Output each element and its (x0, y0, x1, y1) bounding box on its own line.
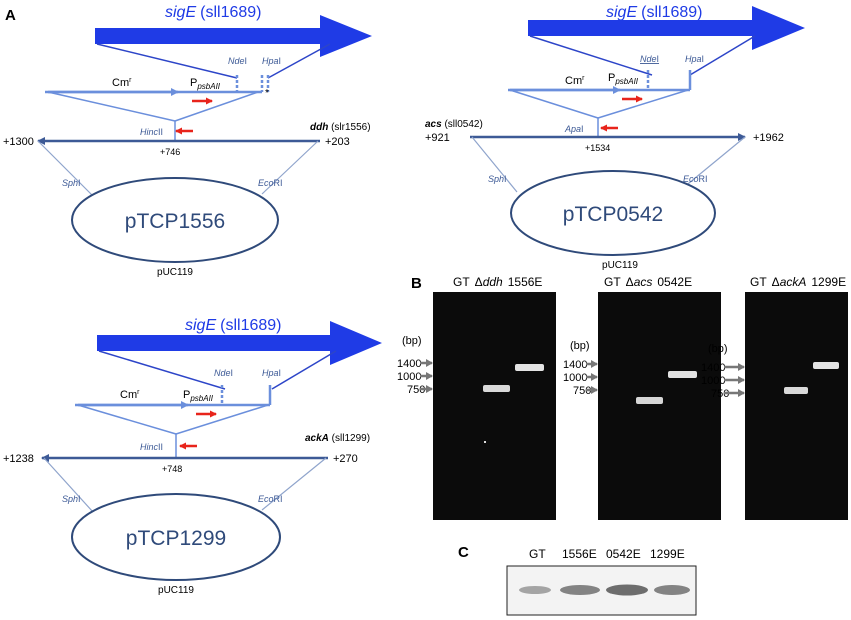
western-lane-label: 1556E (562, 547, 597, 561)
genomic-mid-label: +746 (160, 147, 180, 157)
genomic-mid-label: +748 (162, 464, 182, 474)
plasmid-ellipse (71, 493, 281, 581)
cm-label: Cmr (565, 75, 585, 87)
panel-label-c: C (458, 544, 469, 561)
site-eco: EcoRI (683, 174, 708, 184)
site-nde: NdeI (214, 368, 233, 378)
genomic-left-label: +1300 (3, 136, 34, 148)
promoter-label: PpsbAII (608, 72, 639, 86)
gel-band (784, 387, 808, 394)
gel-image (745, 292, 848, 520)
ladder-unit: (bp) (402, 335, 422, 347)
sige-gene-arrow (97, 321, 382, 365)
site-sph: SphI (62, 494, 81, 504)
sige-gene-arrow (95, 15, 372, 57)
gel-band (484, 441, 486, 443)
gel-image (433, 292, 556, 520)
gene-name-label: acs (sll0542) (425, 119, 483, 130)
ladder-unit: (bp) (708, 343, 728, 355)
sige-label: sigE(sll1689) (165, 4, 261, 21)
ladder-mark: 1000 (701, 375, 725, 387)
western-blot: GT 1556E 0542E 1299E (506, 547, 697, 616)
site-hpa: HpaI (262, 56, 281, 66)
sige-gene-arrow (528, 6, 805, 50)
ladder-mark: 1000 (563, 372, 587, 384)
ladder-mark: 750 (711, 388, 729, 400)
western-band (606, 584, 648, 596)
gel-band (636, 397, 663, 404)
vector-label: pUC119 (602, 260, 638, 271)
ladder-mark: 750 (573, 385, 591, 397)
site-hinc: HincII (140, 127, 163, 137)
genomic-right-label: +203 (325, 136, 350, 148)
vector-label: pUC119 (158, 585, 194, 596)
panel-label-b: B (411, 275, 422, 292)
plasmid-name: pTCP1299 (126, 527, 226, 550)
western-lane-label: 0542E (606, 547, 641, 561)
plasmid-name: pTCP1556 (125, 210, 225, 233)
ladder-mark: 1400 (397, 358, 421, 370)
site-hinc: HincII (140, 442, 163, 452)
ladder-mark: 750 (407, 384, 425, 396)
ladder-unit: (bp) (570, 340, 590, 352)
gel-band (483, 385, 510, 392)
cm-label: Cmr (120, 389, 140, 401)
western-lane-label: GT (529, 547, 546, 561)
ladder-mark: 1000 (397, 371, 421, 383)
promoter-label: PpsbAII (183, 389, 214, 403)
sige-label: sigE(sll1689) (185, 317, 281, 334)
site-sph: SphI (62, 178, 81, 188)
genomic-left-label: +921 (425, 132, 450, 144)
genomic-left-label: +1238 (3, 453, 34, 465)
gel-image (598, 292, 721, 520)
site-nde: NdeI (228, 56, 247, 66)
western-lane-label: 1299E (650, 547, 685, 561)
promoter-label: PpsbAII (190, 77, 221, 91)
construct-ddh: sigE(sll1689) NdeI HpaI Cmr PpsbAII * Hi… (3, 4, 372, 278)
construct-acka: sigE(sll1689) NdeI HpaI Cmr PpsbAII Hinc… (3, 317, 382, 596)
gel-band (515, 364, 544, 371)
gene-name-label: ackA (sll1299) (305, 433, 370, 444)
site-hpa: HpaI (262, 368, 281, 378)
plasmid-name: pTCP0542 (563, 203, 663, 226)
ladder-mark: 1400 (701, 362, 725, 374)
site-hpa: HpaI (685, 54, 704, 64)
genomic-right-label: +1962 (753, 132, 784, 144)
gene-name-label: ddh (slr1556) (310, 122, 371, 133)
plasmid-ellipse (71, 177, 279, 263)
cm-label: Cmr (112, 77, 132, 89)
construct-acs: sigE(sll1689) NdeI HpaI Cmr PpsbAII ApaI… (425, 4, 805, 271)
western-band (654, 585, 690, 595)
site-eco: EcoRI (258, 178, 283, 188)
sige-label: sigE(sll1689) (606, 4, 702, 21)
asterisk: * (265, 88, 269, 99)
genomic-right-label: +270 (333, 453, 358, 465)
ladder-mark: 1400 (563, 359, 587, 371)
panel-label-a: A (5, 7, 16, 24)
gel-band (813, 362, 839, 369)
plasmid-ellipse (510, 170, 716, 256)
site-sph: SphI (488, 174, 507, 184)
site-nde: NdeI (640, 54, 659, 64)
western-band (560, 585, 600, 595)
genomic-mid-label: +1534 (585, 143, 610, 153)
western-band (519, 586, 551, 594)
gel-band (668, 371, 697, 378)
site-apa: ApaI (564, 124, 584, 134)
vector-label: pUC119 (157, 267, 193, 278)
site-eco: EcoRI (258, 494, 283, 504)
